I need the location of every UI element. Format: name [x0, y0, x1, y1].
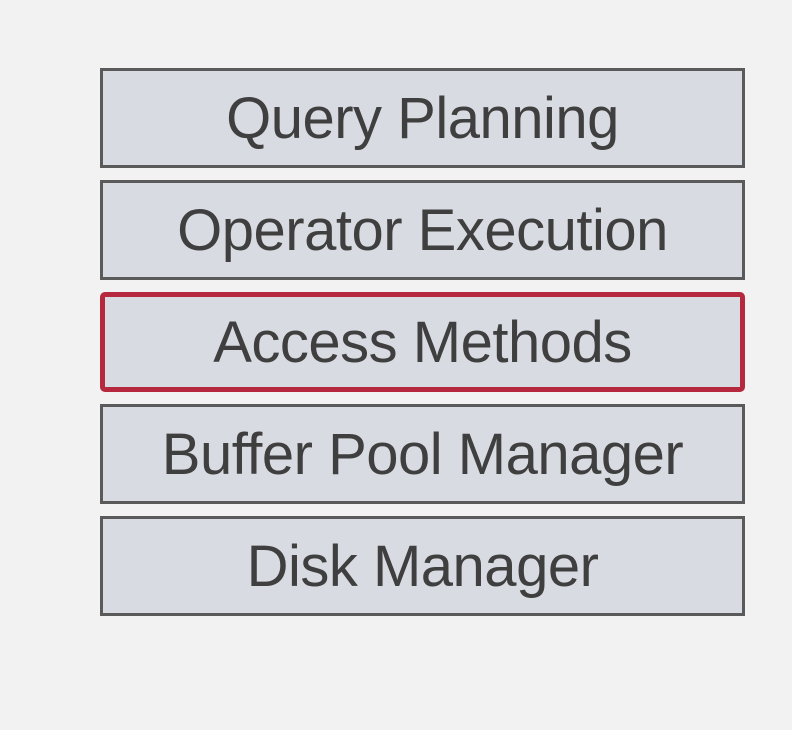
layer-label: Query Planning	[226, 85, 619, 151]
layer-label: Operator Execution	[177, 197, 668, 263]
layer-label: Disk Manager	[246, 533, 599, 599]
layer-query-planning: Query Planning	[100, 68, 745, 168]
layer-buffer-pool-manager: Buffer Pool Manager	[100, 404, 745, 504]
layer-disk-manager: Disk Manager	[100, 516, 745, 616]
layer-label: Access Methods	[213, 309, 632, 375]
layer-access-methods: Access Methods	[100, 292, 745, 392]
layer-label: Buffer Pool Manager	[161, 421, 684, 487]
dbms-layer-stack: Query Planning Operator Execution Access…	[100, 68, 745, 628]
layer-operator-execution: Operator Execution	[100, 180, 745, 280]
